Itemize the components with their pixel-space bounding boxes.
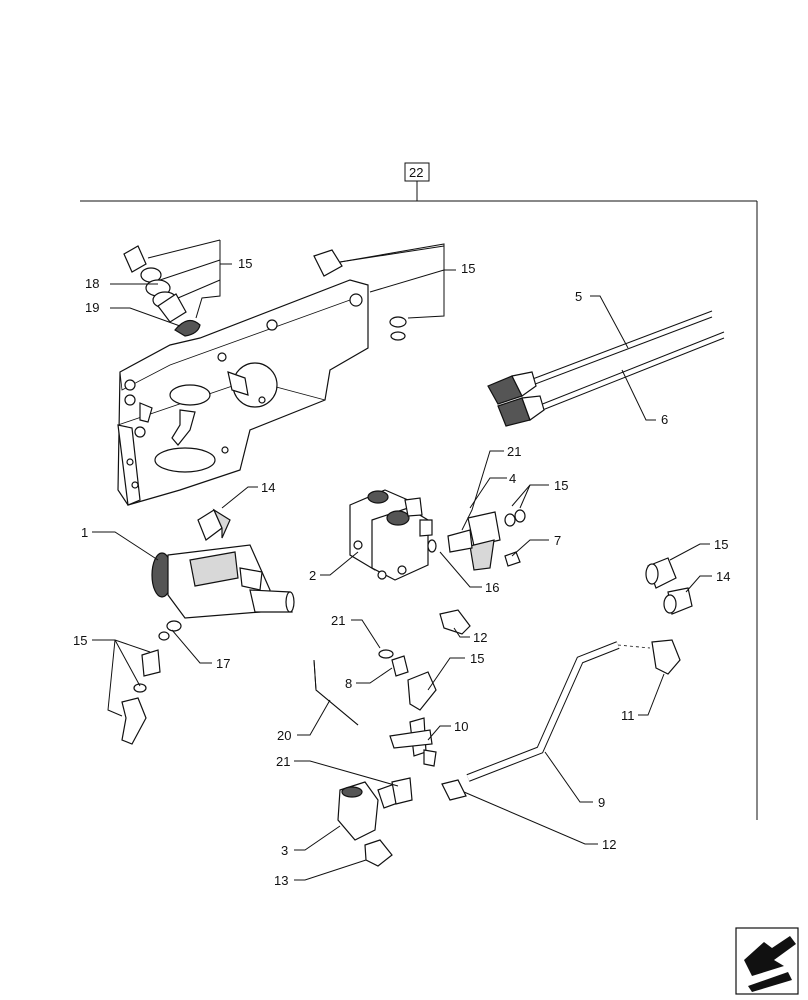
left-fittings bbox=[121, 620, 182, 745]
callout-19: 19 bbox=[85, 300, 99, 315]
control-valve-1 bbox=[151, 544, 295, 619]
callout-16: 16 bbox=[485, 580, 499, 595]
elbow-fitting-12 bbox=[439, 609, 471, 635]
callout-14: 14 bbox=[716, 569, 730, 584]
next-page-arrow-icon[interactable] bbox=[735, 927, 799, 995]
callout-21: 21 bbox=[331, 613, 345, 628]
callout-15: 15 bbox=[470, 651, 484, 666]
callout-12: 12 bbox=[602, 837, 616, 852]
callout-12: 12 bbox=[473, 630, 487, 645]
tee-fittings bbox=[378, 649, 437, 767]
valve-3 bbox=[337, 777, 467, 867]
callout-6: 6 bbox=[661, 412, 668, 427]
callout-5: 5 bbox=[575, 289, 582, 304]
callout-10: 10 bbox=[454, 719, 468, 734]
elbow-fitting-14 bbox=[197, 508, 231, 541]
leader-lines bbox=[92, 239, 712, 881]
callout-4: 4 bbox=[509, 471, 516, 486]
callout-8: 8 bbox=[345, 676, 352, 691]
assembly-group-frame bbox=[80, 162, 758, 820]
callout-15: 15 bbox=[554, 478, 568, 493]
callout-1: 1 bbox=[81, 525, 88, 540]
callout-3: 3 bbox=[281, 843, 288, 858]
callout-15: 15 bbox=[461, 261, 475, 276]
callout-17: 17 bbox=[216, 656, 230, 671]
callout-15: 15 bbox=[73, 633, 87, 648]
callout-22: 22 bbox=[409, 165, 423, 180]
hose-20 bbox=[313, 659, 359, 726]
callout-labels: 22 15 15 18 19 5 6 14 1 2 21 4 15 7 16 1… bbox=[73, 165, 730, 888]
mounting-bracket-plate bbox=[117, 279, 369, 506]
callout-21: 21 bbox=[507, 444, 521, 459]
callout-13: 13 bbox=[274, 873, 288, 888]
callout-2: 2 bbox=[309, 568, 316, 583]
callout-11: 11 bbox=[621, 708, 635, 723]
callout-18: 18 bbox=[85, 276, 99, 291]
callout-15: 15 bbox=[238, 256, 252, 271]
callout-9: 9 bbox=[598, 795, 605, 810]
inline-filter-4 bbox=[427, 509, 526, 571]
right-fittings bbox=[645, 557, 693, 615]
bracket-fittings bbox=[123, 245, 407, 341]
valve-block-2 bbox=[349, 489, 433, 581]
callout-15: 15 bbox=[714, 537, 728, 552]
callout-20: 20 bbox=[277, 728, 291, 743]
callout-14: 14 bbox=[261, 480, 275, 495]
cable-assemblies bbox=[487, 310, 725, 427]
callout-21: 21 bbox=[276, 754, 290, 769]
callout-7: 7 bbox=[554, 533, 561, 548]
hose-9 bbox=[466, 639, 681, 782]
